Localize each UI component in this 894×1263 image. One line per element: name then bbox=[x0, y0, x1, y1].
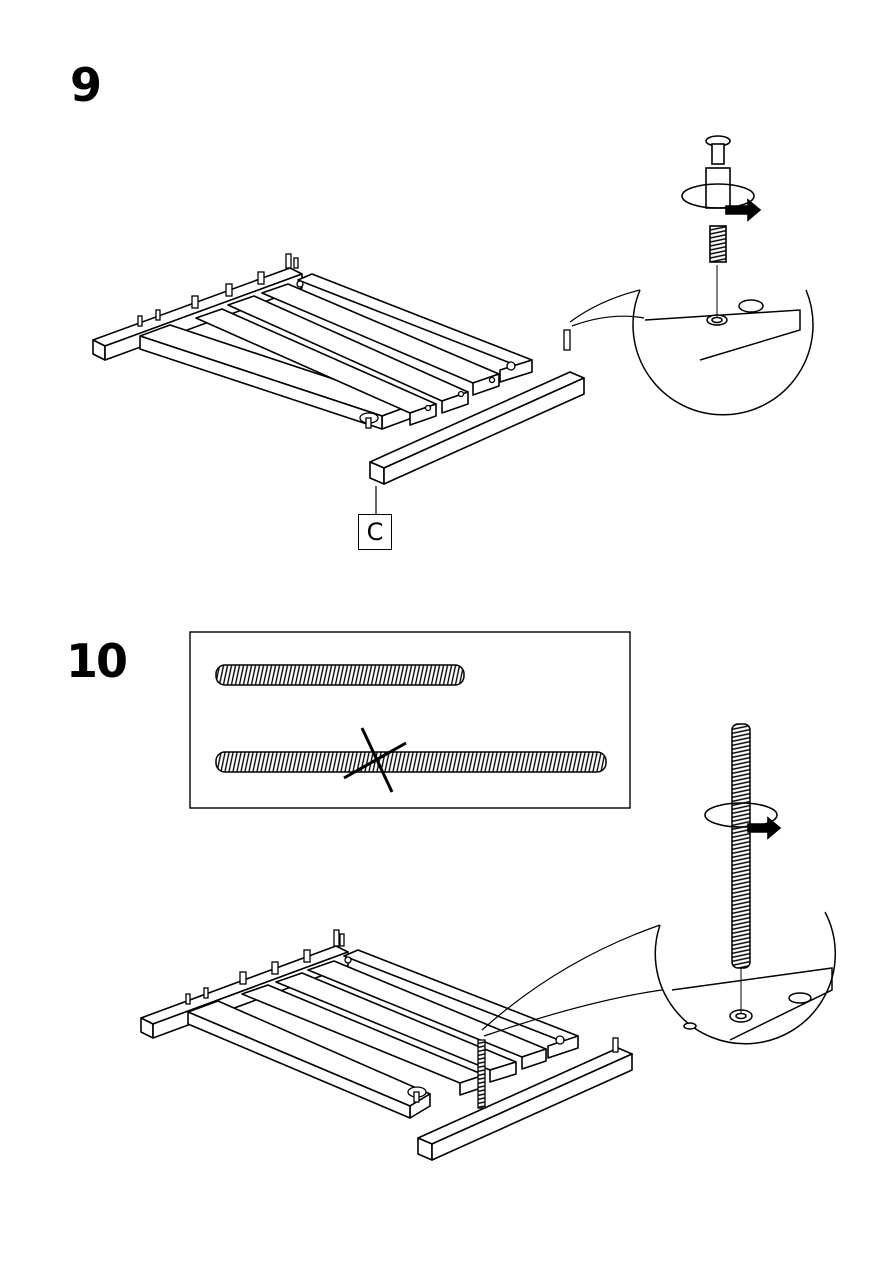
threaded-rod-icon bbox=[732, 724, 750, 968]
step-10-frame bbox=[141, 946, 632, 1160]
cam-lock-bolt-icon bbox=[706, 136, 730, 262]
part-label-c: C bbox=[358, 514, 392, 550]
correct-rod-comparison-box bbox=[190, 632, 630, 808]
step-9-frame bbox=[93, 268, 584, 484]
step-9-zoom-detail bbox=[633, 265, 813, 415]
